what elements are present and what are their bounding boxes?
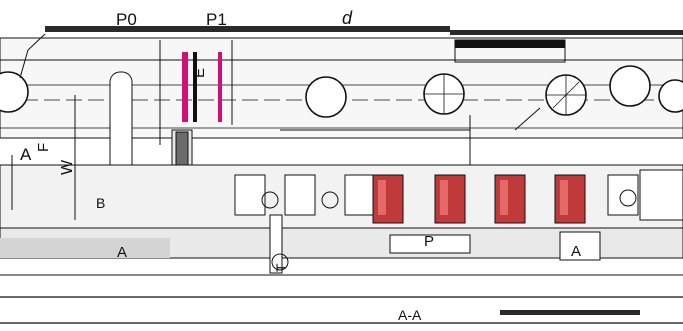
sprocket-hole — [0, 71, 29, 113]
label-t: T — [273, 263, 289, 272]
sprocket-hole — [658, 79, 683, 113]
red-component — [434, 174, 466, 224]
red-component — [554, 174, 586, 224]
label-b: B — [96, 195, 105, 211]
label-e: E — [191, 68, 208, 78]
red-component — [372, 174, 404, 224]
label-p1: P1 — [206, 10, 227, 29]
label-f: F — [35, 143, 52, 152]
sprocket-hole — [609, 65, 651, 107]
label-p-marker: P — [424, 233, 434, 250]
label-d: d — [342, 8, 353, 28]
label-p0: P0 — [116, 10, 137, 29]
red-component — [494, 174, 526, 224]
red-components — [372, 174, 586, 224]
sprocket-holes — [0, 65, 683, 118]
section-label: A-A — [398, 307, 422, 323]
section-marker-right: A — [571, 243, 581, 260]
label-a: A — [20, 145, 32, 164]
label-w: W — [59, 159, 76, 175]
section-marker-left: A — [117, 244, 127, 261]
lower-section — [0, 214, 683, 324]
labels: P0 P1 d E F A W B A P A T A-A — [20, 8, 581, 323]
dimension-lines — [11, 33, 541, 220]
sprocket-hole — [305, 76, 347, 118]
